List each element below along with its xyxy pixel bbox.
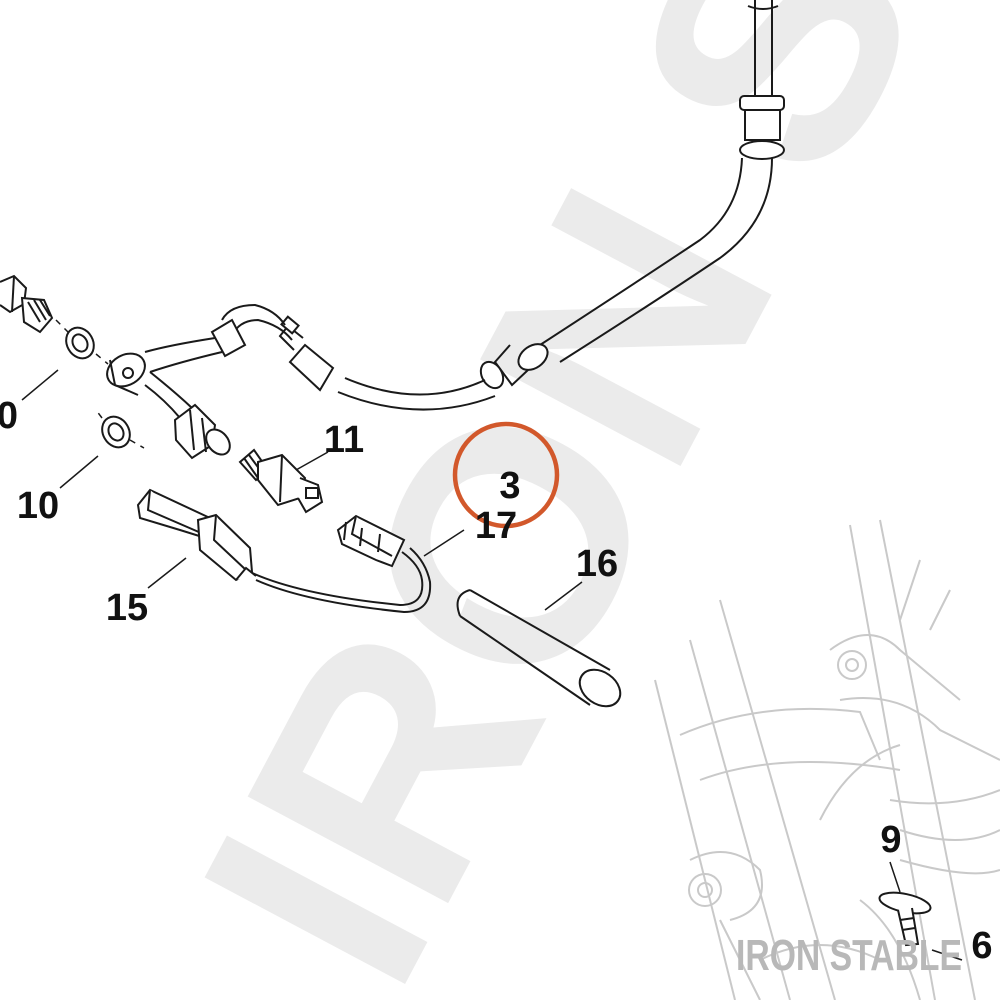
push-pin [878,891,932,947]
connector-male [136,488,257,582]
crush-washer-upper [65,326,95,360]
part-label-10-left: 0 [0,395,18,437]
part-label-16: 16 [576,543,618,585]
banjo-bolt [0,274,54,334]
part-label-15: 15 [106,587,148,629]
watermark-text: IRON STABLE [131,0,1000,1000]
dashed-alignment-lines [55,319,145,449]
brake-light-switch [238,448,324,514]
part-label-3: 3 [499,465,520,507]
protective-sleeve [456,589,622,708]
tube-nut [173,403,231,460]
highlight-circle [452,421,560,529]
fork-assembly-ghost [654,519,1000,1000]
logo-watermark: IRON STABLE [736,931,962,980]
part-label-6: 6 [971,925,992,967]
leader-lines [21,369,963,961]
part-label-9: 9 [880,819,901,861]
crush-washer-lower [101,415,131,449]
part-labels: 0 10 11 3 17 16 15 9 6 [0,395,993,967]
part-label-10: 10 [17,485,59,527]
switch-harness [249,547,432,614]
connector-female [336,514,406,568]
watermark: IRON STABLE [131,0,1000,1000]
brake-line [106,0,785,419]
part-label-11: 11 [324,419,364,461]
part-label-17: 17 [475,505,517,547]
